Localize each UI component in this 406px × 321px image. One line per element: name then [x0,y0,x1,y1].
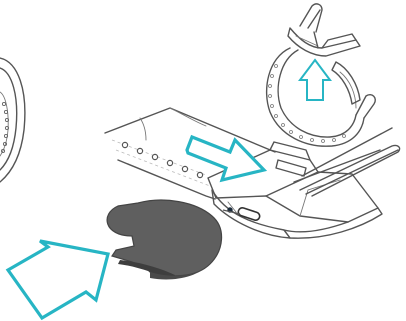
watch-band [104,107,276,200]
up-arrow-icon [298,58,332,101]
strap-loop-illustration [266,3,376,147]
insert-arrow-icon [5,239,110,321]
watch-body-partial [0,57,26,183]
push-arrow-icon [185,134,268,183]
buckle-clasp [207,127,401,239]
removal-tool [106,199,241,280]
